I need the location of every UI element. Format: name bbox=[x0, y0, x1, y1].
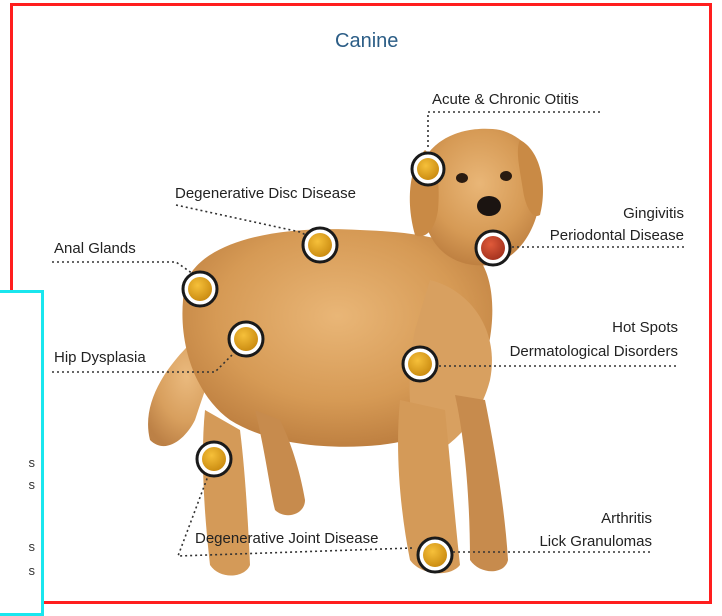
label-periodontal: Periodontal Disease bbox=[550, 226, 684, 245]
overlay-snippet: s bbox=[29, 539, 36, 554]
overlay-snippet: s bbox=[29, 563, 36, 578]
overlay-snippet: s bbox=[29, 477, 36, 492]
overlay-snippet: s bbox=[29, 455, 36, 470]
label-hip-dysplasia: Hip Dysplasia bbox=[54, 348, 146, 367]
diagram-title: Canine bbox=[335, 30, 398, 53]
label-ddd: Degenerative Disc Disease bbox=[175, 184, 356, 203]
label-arthritis: Arthritis bbox=[601, 509, 652, 528]
label-lick-granulomas: Lick Granulomas bbox=[539, 532, 652, 551]
overlay-panel: s s s s bbox=[0, 290, 44, 616]
label-gingivitis: Gingivitis bbox=[623, 204, 684, 223]
label-dermatological: Dermatological Disorders bbox=[510, 342, 678, 361]
label-hot-spots: Hot Spots bbox=[612, 318, 678, 337]
label-anal-glands: Anal Glands bbox=[54, 239, 136, 258]
label-otitis: Acute & Chronic Otitis bbox=[432, 90, 579, 109]
label-degenerative-joint: Degenerative Joint Disease bbox=[195, 529, 378, 548]
